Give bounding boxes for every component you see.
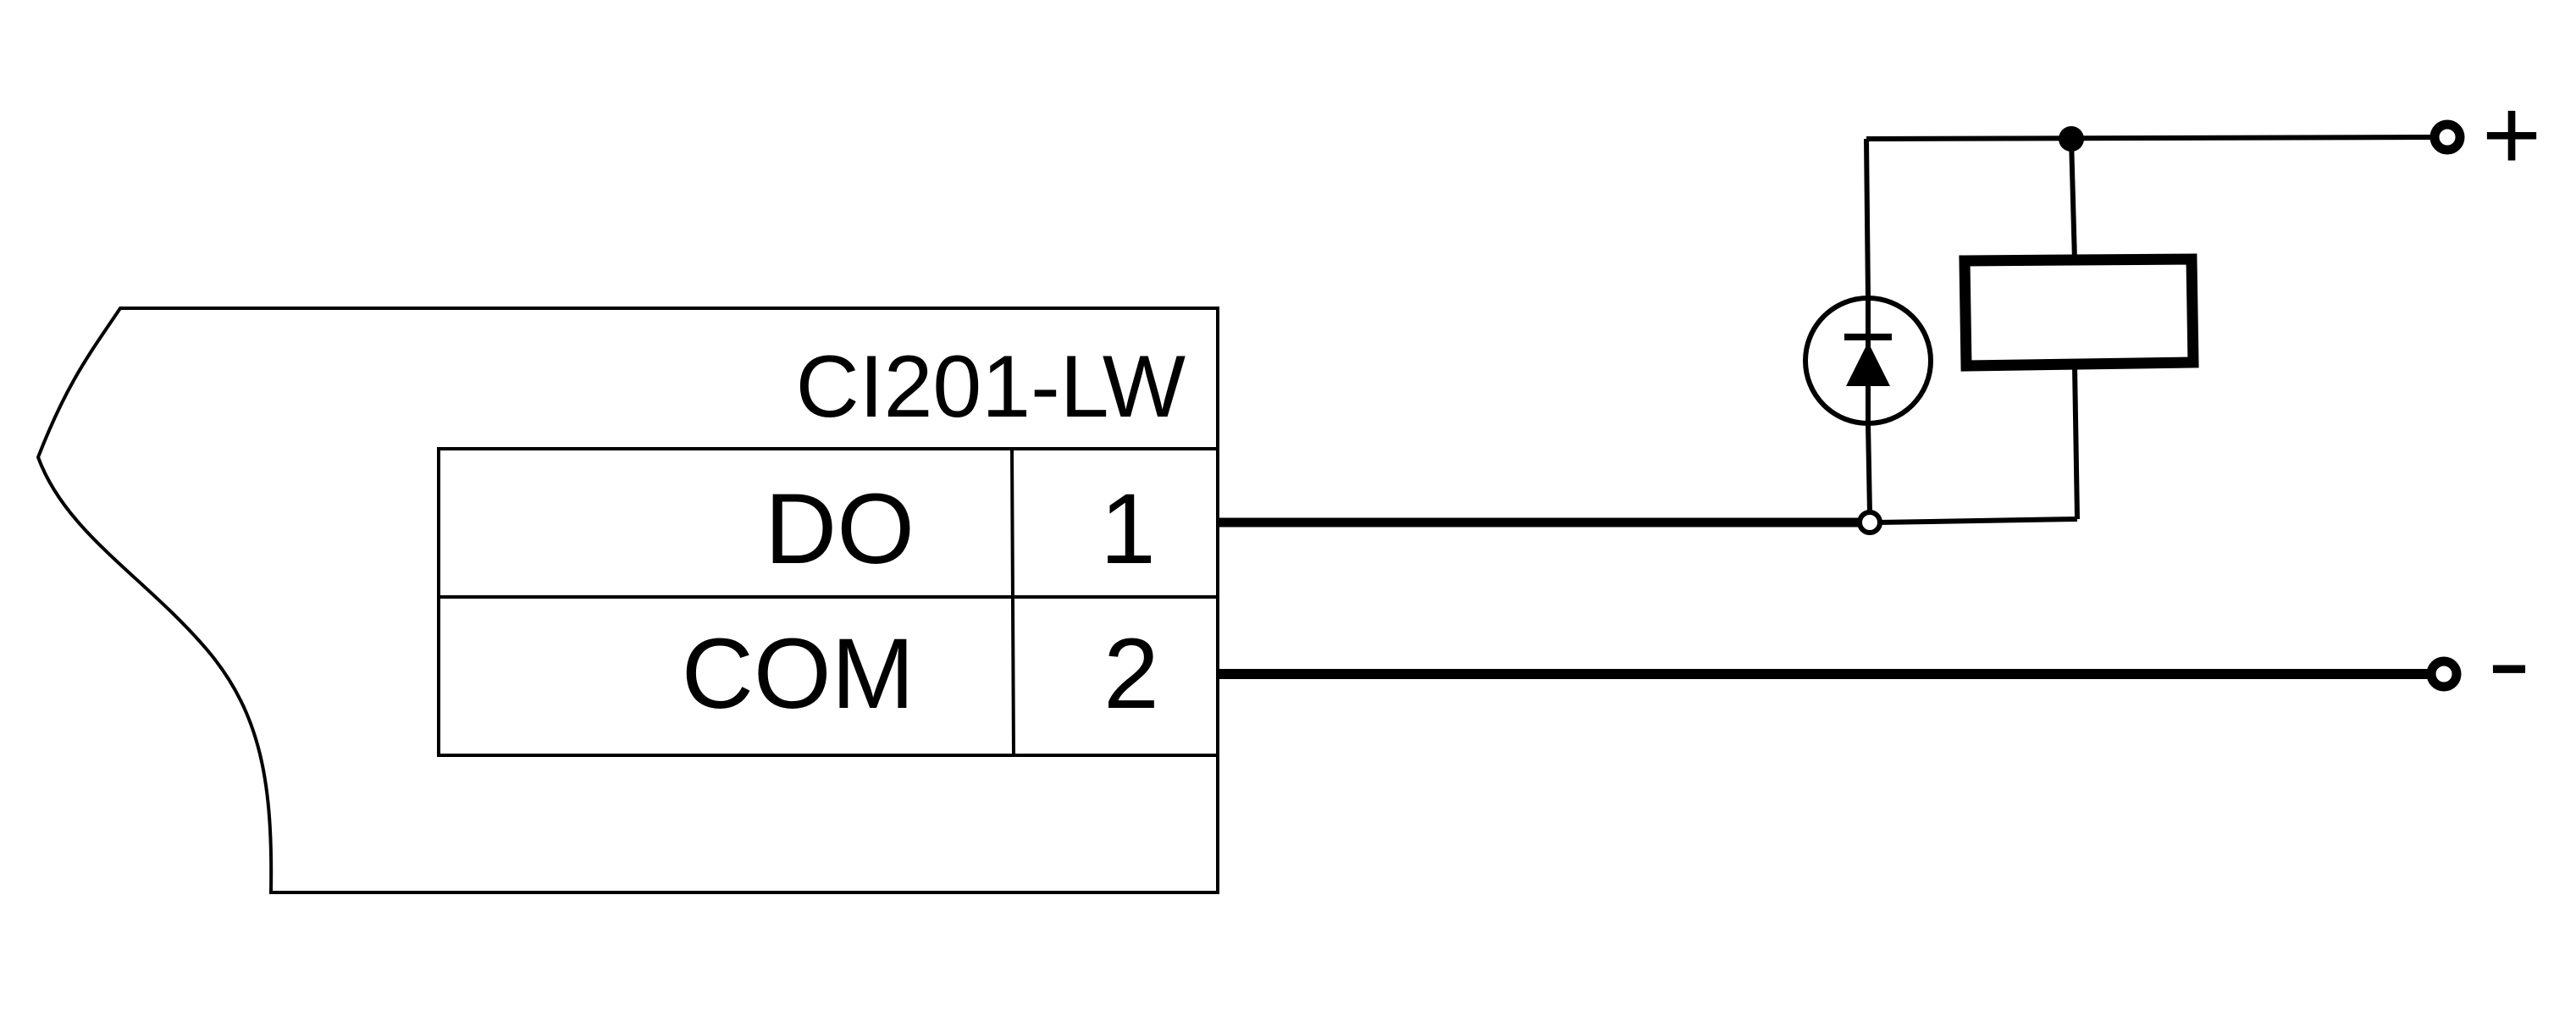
negative-terminal-label: - (2487, 605, 2531, 718)
positive-terminal-label: + (2482, 78, 2541, 191)
coil-lower-lead (2072, 365, 2080, 520)
do-junction-terminal (1857, 510, 1882, 535)
diode-upper-lead (1864, 138, 1871, 299)
coil-upper-lead (2069, 138, 2077, 262)
coil-symbol (1959, 253, 2199, 372)
positive-supply-wire (1866, 135, 2435, 141)
module-body-outline (36, 307, 1219, 894)
diode-lower-lead (1866, 423, 1872, 513)
terminal-pin-2: 2 (1103, 618, 1159, 730)
relay-coil (1877, 138, 2199, 525)
coil-return-wire (1877, 517, 2078, 525)
terminal-column-divider (1010, 448, 1015, 756)
terminal-block: DO 1 COM 2 (437, 447, 1219, 757)
module-title: CI201-LW (796, 338, 1186, 436)
terminal-signal-do: DO (765, 473, 915, 585)
positive-terminal (2430, 119, 2465, 155)
terminal-pin-1: 1 (1100, 473, 1156, 585)
negative-terminal (2426, 656, 2462, 692)
terminal-block-frame (437, 447, 1219, 757)
diode-anode-triangle (1846, 342, 1890, 386)
terminal-signal-com: COM (682, 618, 915, 730)
protection-diode (1803, 138, 1933, 513)
